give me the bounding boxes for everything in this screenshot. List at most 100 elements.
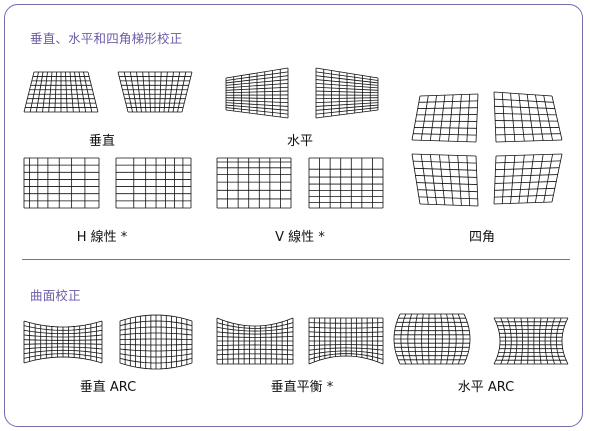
grid-line <box>495 153 563 157</box>
grid-line <box>526 94 535 141</box>
grid-line <box>42 71 48 113</box>
panel-frame <box>4 4 583 427</box>
grid-line <box>29 71 39 113</box>
grid-line <box>419 203 479 207</box>
grid-line <box>119 357 193 364</box>
grid-line <box>413 133 477 136</box>
grid-line <box>308 344 384 346</box>
grid-line <box>475 155 479 207</box>
grid-line <box>119 348 193 352</box>
grid-line <box>225 79 289 86</box>
grid-line <box>148 71 151 113</box>
grid-line <box>225 99 289 104</box>
grid-line <box>417 107 478 109</box>
grid-line <box>501 92 506 142</box>
grid-line <box>83 71 93 113</box>
grid-line <box>416 182 478 185</box>
grid-line <box>315 102 379 107</box>
section-divider <box>22 259 570 260</box>
grid-line <box>216 336 294 338</box>
vertical-keystone-bottom-narrow-icon <box>117 71 193 113</box>
grid-line <box>23 339 103 341</box>
grid-line <box>119 353 193 358</box>
grid-line <box>308 353 384 360</box>
grid-line <box>308 355 384 365</box>
grid-line <box>23 329 103 335</box>
horizontal-keystone-right-short-icon <box>315 67 379 119</box>
grid-line <box>119 338 193 341</box>
grid-line <box>216 326 294 332</box>
grid-line <box>466 155 471 206</box>
vertical-arc-label: 垂直 ARC <box>79 380 137 395</box>
grid-line <box>495 120 558 122</box>
grid-line <box>181 71 193 113</box>
grid-line <box>448 155 454 206</box>
grid-line <box>457 94 462 142</box>
grid-line <box>535 94 544 141</box>
h-linear-label: H 線性 * <box>76 230 128 245</box>
grid-line <box>23 353 103 359</box>
v-linear-right-icon <box>308 157 384 209</box>
grid-line <box>420 154 429 205</box>
grid-line <box>413 160 477 164</box>
vertical-keystone-label: 垂直 <box>88 134 115 149</box>
grid-line <box>216 348 294 351</box>
vertical-keystone-top-narrow-icon <box>23 71 99 113</box>
grid-line <box>35 71 44 113</box>
four-corner-top-left-icon <box>411 93 479 143</box>
grid-line <box>163 71 168 113</box>
grid-line <box>414 127 477 129</box>
grid-line <box>418 100 478 103</box>
grid-line <box>315 82 379 89</box>
grid-line <box>216 317 294 327</box>
grid-line <box>119 332 193 336</box>
grid-line <box>315 67 379 79</box>
grid-line <box>142 71 147 113</box>
grid-line <box>78 71 87 113</box>
grid-line <box>119 326 193 331</box>
grid-line <box>494 181 557 184</box>
grid-line <box>493 201 553 205</box>
grid-line <box>411 95 421 141</box>
h-linear-right-icon <box>115 157 192 209</box>
grid-line <box>74 71 80 113</box>
vertical-arc-inward-icon <box>23 320 103 364</box>
curved-section-title: 曲面校正 <box>30 288 81 303</box>
grid-line <box>315 104 379 111</box>
grid-line <box>494 187 555 191</box>
grid-line <box>136 71 142 113</box>
grid-line <box>475 93 479 143</box>
grid-line <box>411 153 477 157</box>
grid-line <box>448 94 454 142</box>
grid-line <box>308 347 384 351</box>
grid-line <box>494 113 557 116</box>
grid-line <box>510 155 516 204</box>
grid-line <box>411 139 477 143</box>
grid-line <box>493 317 501 365</box>
grid-line <box>543 95 553 141</box>
grid-line <box>457 155 462 206</box>
h-linear-left-icon <box>23 157 100 209</box>
horizontal-arc-outward-icon <box>393 313 471 365</box>
grid-line <box>561 317 569 365</box>
grid-line <box>225 104 289 111</box>
four-corner-bottom-left-icon <box>411 153 479 207</box>
grid-line <box>315 71 379 81</box>
grid-line <box>466 94 471 142</box>
grid-line <box>495 139 563 143</box>
grid-line <box>535 154 544 203</box>
grid-line <box>168 71 174 113</box>
grid-line <box>495 160 561 164</box>
grid-line <box>315 97 379 100</box>
horizontal-keystone-left-short-icon <box>225 67 289 119</box>
grid-line <box>225 109 289 119</box>
grid-line <box>526 154 535 203</box>
grid-line <box>411 153 421 205</box>
grid-line <box>493 91 497 143</box>
grid-line <box>225 102 289 107</box>
grid-line <box>225 67 289 79</box>
grid-line <box>493 155 497 205</box>
vertical-balance-top-icon <box>216 317 294 365</box>
grid-line <box>429 154 437 205</box>
